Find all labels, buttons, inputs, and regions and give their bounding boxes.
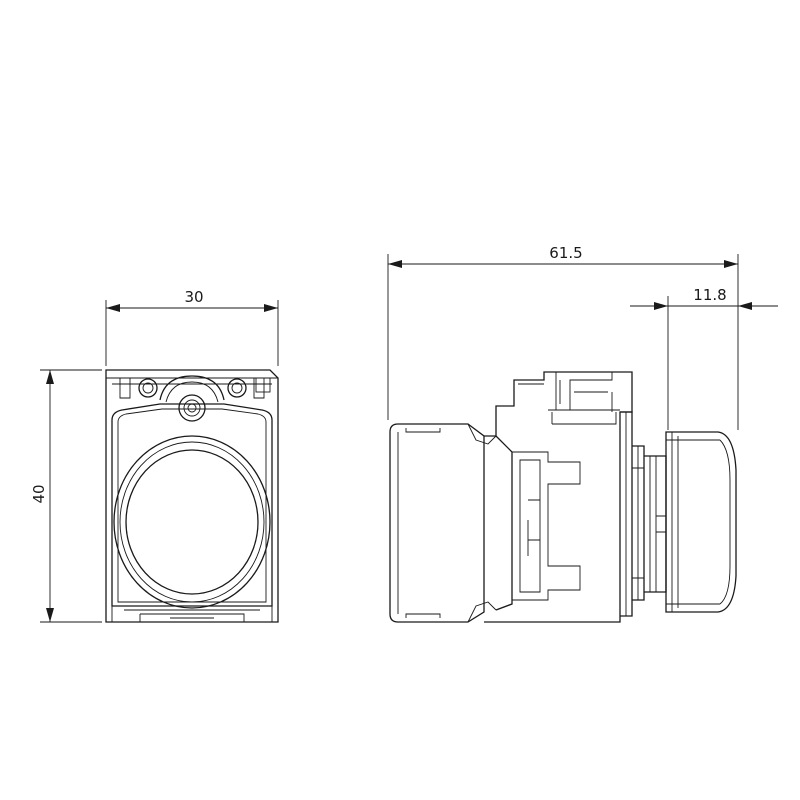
contact-block-inner bbox=[397, 428, 441, 618]
contact-block-outline bbox=[389, 423, 485, 623]
dimension-length: 61.5 bbox=[387, 244, 739, 430]
front-mount-tabs bbox=[119, 378, 265, 399]
dimension-length-arrow-left bbox=[388, 260, 402, 268]
front-top-rail bbox=[106, 377, 278, 385]
button-head-ring bbox=[666, 432, 720, 612]
dimension-depth-arrow-left bbox=[654, 302, 668, 310]
dimension-length-lines bbox=[387, 254, 739, 430]
front-indicator-square bbox=[255, 377, 271, 393]
dimension-height-label: 40 bbox=[30, 484, 48, 503]
left-screw-terminal bbox=[138, 378, 158, 398]
dimension-height-lines bbox=[40, 369, 102, 623]
adapter-body-outline bbox=[484, 371, 633, 623]
dimension-height: 40 bbox=[30, 369, 102, 623]
right-screw-terminal bbox=[227, 378, 247, 398]
front-inner-frame bbox=[111, 403, 273, 607]
lamp-socket bbox=[178, 394, 206, 422]
button-bezel-outer bbox=[113, 435, 271, 609]
mounting-plate-line bbox=[484, 412, 627, 623]
dimension-width-arrow-left bbox=[106, 304, 120, 312]
side-view bbox=[389, 371, 737, 623]
lamp-socket-core bbox=[187, 403, 197, 413]
dimension-length-label: 61.5 bbox=[549, 244, 582, 262]
front-center-arch-inner bbox=[165, 381, 219, 403]
button-face bbox=[125, 449, 259, 595]
dimension-depth: 11.8 bbox=[630, 286, 778, 430]
dimension-length-arrow-right bbox=[724, 260, 738, 268]
dimension-depth-arrow-right bbox=[738, 302, 752, 310]
mechanism-outline bbox=[495, 435, 513, 611]
dimension-width-arrow-right bbox=[264, 304, 278, 312]
dimension-height-arrow-bottom bbox=[46, 608, 54, 622]
adapter-top-block bbox=[551, 412, 617, 425]
right-screw-terminal-inner bbox=[231, 382, 243, 394]
dimension-width-lines bbox=[105, 300, 279, 366]
mechanism-inner-lines bbox=[519, 459, 541, 593]
mechanism-stepped bbox=[512, 451, 581, 601]
left-screw-terminal-inner bbox=[142, 382, 154, 394]
button-dome bbox=[719, 439, 731, 605]
front-housing-outline bbox=[105, 369, 279, 623]
dimension-depth-lines bbox=[630, 296, 778, 430]
flange-lines bbox=[632, 446, 644, 600]
button-head-outline bbox=[665, 431, 737, 613]
dimension-width-label: 30 bbox=[184, 288, 203, 306]
front-center-arch bbox=[159, 375, 225, 401]
adapter-top-details bbox=[518, 372, 620, 412]
collar-outline bbox=[644, 455, 667, 593]
dimension-width: 30 bbox=[105, 288, 279, 366]
contact-block-clips bbox=[467, 423, 497, 623]
front-bottom-features bbox=[111, 606, 273, 622]
lamp-socket-ring bbox=[183, 399, 201, 417]
front-inner-frame-line bbox=[117, 408, 267, 603]
dimension-depth-label: 11.8 bbox=[693, 286, 726, 304]
dimension-height-arrow-top bbox=[46, 370, 54, 384]
button-bezel-ring bbox=[119, 441, 265, 603]
front-view bbox=[105, 369, 279, 623]
collar-lines bbox=[649, 456, 667, 592]
